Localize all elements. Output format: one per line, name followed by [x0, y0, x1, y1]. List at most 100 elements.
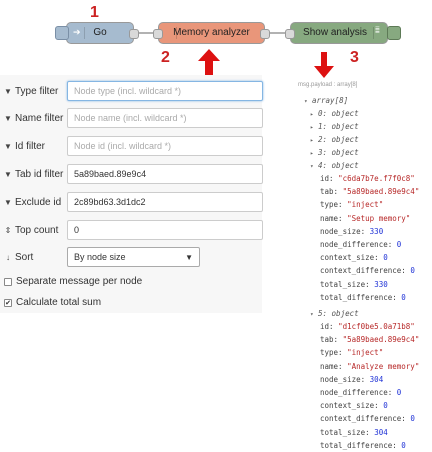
debug-field-key: total_size: — [320, 427, 370, 437]
debug-field-key: context_size: — [320, 401, 379, 411]
debug-field-key: context_difference: — [320, 414, 406, 424]
collapsed-triangle-icon: ▸ — [310, 111, 314, 118]
sort-icon: ↓ — [6, 252, 10, 262]
debug-field-row: total_difference: 0 — [320, 293, 406, 303]
debug-item-label: 3: object — [318, 148, 359, 157]
debug-field-row: total_size: 330 — [320, 280, 388, 290]
debug-item-0[interactable]: ▸ 0: object — [310, 109, 359, 120]
debug-field-row: node_size: 330 — [320, 227, 383, 237]
output-port[interactable] — [260, 29, 270, 39]
tab-filter-input[interactable] — [67, 164, 263, 184]
debug-toggle-button[interactable] — [387, 26, 401, 40]
separate-message-checkbox[interactable] — [4, 277, 12, 286]
show-analysis-debug-node[interactable]: Show analysis ≡≡ — [285, 22, 401, 44]
down-arrow-icon — [314, 52, 334, 78]
debug-item-1[interactable]: ▸1: object — [310, 122, 359, 133]
debug-field-key: id: — [320, 322, 334, 331]
debug-field-value: "Setup memory" — [347, 213, 411, 223]
debug-field-row: name: "Setup memory" — [320, 214, 410, 224]
debug-field-value: 0 — [383, 401, 388, 411]
exclude-id-row: ▼Exclude id — [4, 192, 263, 212]
annotation-2: 2 — [161, 49, 170, 66]
debug-field-key: type: — [320, 200, 343, 210]
output-port[interactable] — [129, 29, 139, 39]
debug-field-value: 0 — [396, 388, 402, 397]
id-filter-row: ▼Id filter — [4, 136, 263, 156]
debug-field-value: 0 — [410, 414, 415, 424]
sort-select[interactable]: By node size ▼ — [67, 247, 200, 267]
debug-item-2[interactable]: ▸ 2: object — [310, 135, 359, 146]
function-icon — [165, 27, 177, 39]
annotation-3: 3 — [350, 49, 359, 66]
debug-field-row: context_size: 0 — [320, 401, 388, 411]
debug-field-row: id: "d1cf0be5.0a71b8" — [320, 322, 415, 332]
debug-field-key: node_difference: — [320, 240, 393, 249]
sort-label: Sort — [15, 251, 34, 263]
debug-field-key: context_size: — [320, 253, 379, 263]
type-filter-row: ▼Type filter — [4, 81, 263, 101]
calculate-sum-checkbox[interactable]: ✔ — [4, 298, 12, 307]
collapsed-triangle-icon: ▸ — [310, 150, 314, 157]
debug-field-row: type: "inject" — [320, 200, 383, 210]
annotation-1: 1 — [90, 4, 99, 21]
calculate-sum-row[interactable]: ✔ Calculate total sum — [4, 297, 101, 308]
debug-field-value: 0 — [410, 266, 415, 276]
name-filter-label: Name filter — [15, 112, 64, 124]
debug-field-row: id: "c6da7b7e.f7f0c8" — [320, 174, 415, 184]
inject-button[interactable] — [55, 26, 69, 40]
debug-field-key: node_difference: — [320, 388, 393, 397]
up-arrow-icon — [198, 49, 220, 77]
filter-icon: ▼ — [4, 197, 12, 207]
debug-field-value: "5a89baed.89e9c4" — [342, 335, 420, 345]
id-filter-input[interactable] — [67, 136, 263, 156]
memory-node-label: Memory analyzer — [173, 27, 250, 38]
type-filter-label: Type filter — [15, 85, 59, 97]
debug-field-value: 330 — [374, 279, 388, 289]
debug-field-value: 330 — [369, 226, 384, 236]
calculate-sum-label: Calculate total sum — [16, 297, 102, 308]
debug-field-key: name: — [320, 361, 343, 371]
expanded-triangle-icon: ▾ — [310, 311, 314, 318]
go-inject-node[interactable]: ➔ Go — [55, 22, 139, 44]
sort-arrows-icon: ⇕ — [4, 225, 12, 235]
debug-item-3[interactable]: ▸ 3: object — [310, 148, 359, 159]
input-port[interactable] — [285, 29, 295, 39]
debug-field-row: context_size: 0 — [320, 253, 388, 263]
type-filter-input[interactable] — [67, 81, 263, 101]
debug-field-row: total_difference: 0 — [320, 441, 406, 451]
debug-item-label: 2: object — [318, 135, 359, 144]
debug-root: array[8] — [312, 96, 349, 105]
debug-field-row: context_difference: 0 — [320, 414, 415, 424]
debug-field-value: 304 — [369, 374, 384, 384]
debug-item-4[interactable]: ▾4: object — [310, 161, 359, 172]
tab-filter-label: Tab id filter — [15, 168, 64, 180]
caret-down-icon: ▼ — [185, 252, 193, 262]
input-port[interactable] — [153, 29, 163, 39]
debug-item-5[interactable]: ▾5: object — [310, 309, 359, 320]
debug-field-value: "5a89baed.89e9c4" — [342, 187, 420, 197]
expanded-triangle-icon: ▾ — [304, 98, 308, 105]
debug-item-label: 4: object — [318, 161, 359, 170]
collapsed-triangle-icon: ▸ — [310, 137, 314, 144]
separate-message-label: Separate message per node — [16, 276, 143, 287]
debug-field-row: tab: "5a89baed.89e9c4" — [320, 335, 419, 345]
debug-field-value: "inject" — [347, 348, 384, 358]
debug-field-key: name: — [320, 213, 343, 223]
id-filter-label: Id filter — [15, 140, 46, 152]
exclude-id-input[interactable] — [67, 192, 263, 212]
name-filter-input[interactable] — [67, 108, 263, 128]
debug-message-header: msg.payload : array[8] — [298, 82, 358, 88]
separate-message-row[interactable]: Separate message per node — [4, 276, 142, 287]
debug-item-label: 0: object — [318, 109, 359, 118]
debug-field-row: total_size: 304 — [320, 428, 388, 438]
debug-root-line[interactable]: ▾ array[8] — [304, 96, 348, 107]
memory-analyzer-node[interactable]: Memory analyzer — [153, 22, 270, 44]
top-count-input[interactable] — [67, 220, 263, 240]
debug-field-row: tab: "5a89baed.89e9c4" — [320, 187, 419, 197]
debug-field-key: node_size: — [320, 226, 366, 236]
debug-field-row: node_difference: 0 — [320, 388, 401, 398]
debug-field-row: node_difference: 0 — [320, 240, 401, 250]
sort-row: ↓ Sort By node size ▼ — [4, 247, 200, 267]
debug-field-value: 0 — [401, 292, 406, 302]
arrow-right-icon: ➔ — [73, 27, 85, 39]
